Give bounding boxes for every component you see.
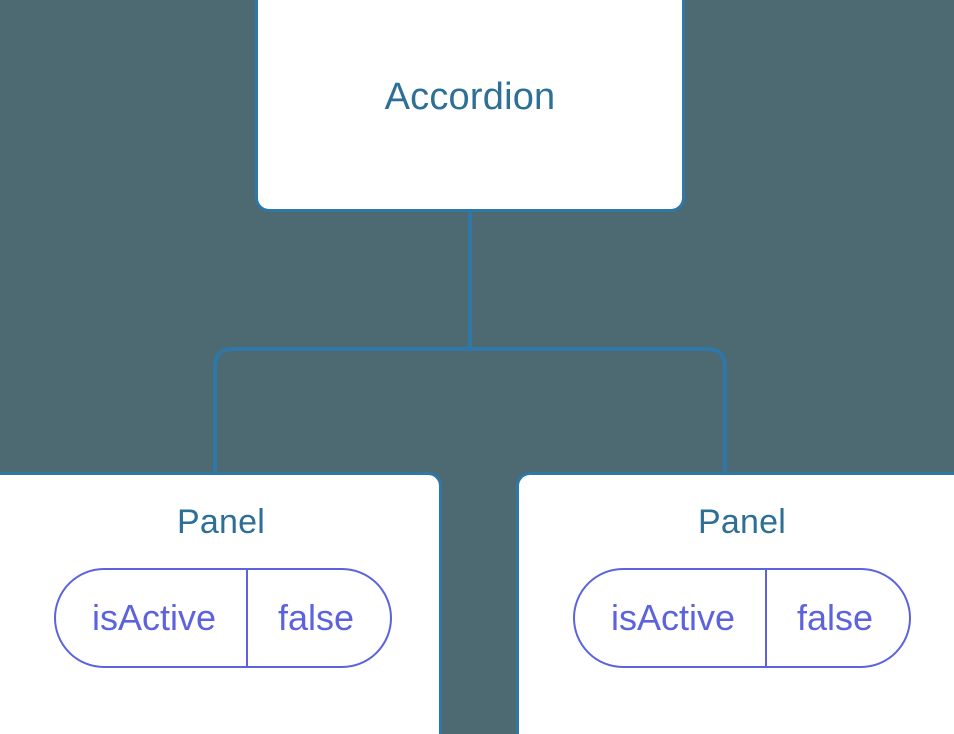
node-panel-right[interactable]: Panel isActive false [516, 472, 954, 734]
prop-key-is-active-right: isActive [610, 597, 735, 638]
node-panel-left[interactable]: Panel isActive false [0, 472, 442, 734]
prop-pill-left[interactable]: isActive false [53, 568, 393, 668]
prop-value-is-active-left: false [245, 570, 390, 666]
edge-to-left-panel [213, 347, 470, 474]
node-accordion-label: Accordion [384, 76, 556, 118]
prop-pill-right[interactable]: isActive false [572, 568, 912, 668]
node-panel-right-label: Panel [698, 503, 786, 541]
prop-value-is-active-right: false [764, 570, 909, 666]
node-panel-left-label: Panel [177, 503, 265, 541]
edge-to-right-panel [470, 347, 727, 474]
node-accordion[interactable]: Accordion [255, 0, 685, 212]
prop-key-is-active-left: isActive [91, 597, 216, 638]
